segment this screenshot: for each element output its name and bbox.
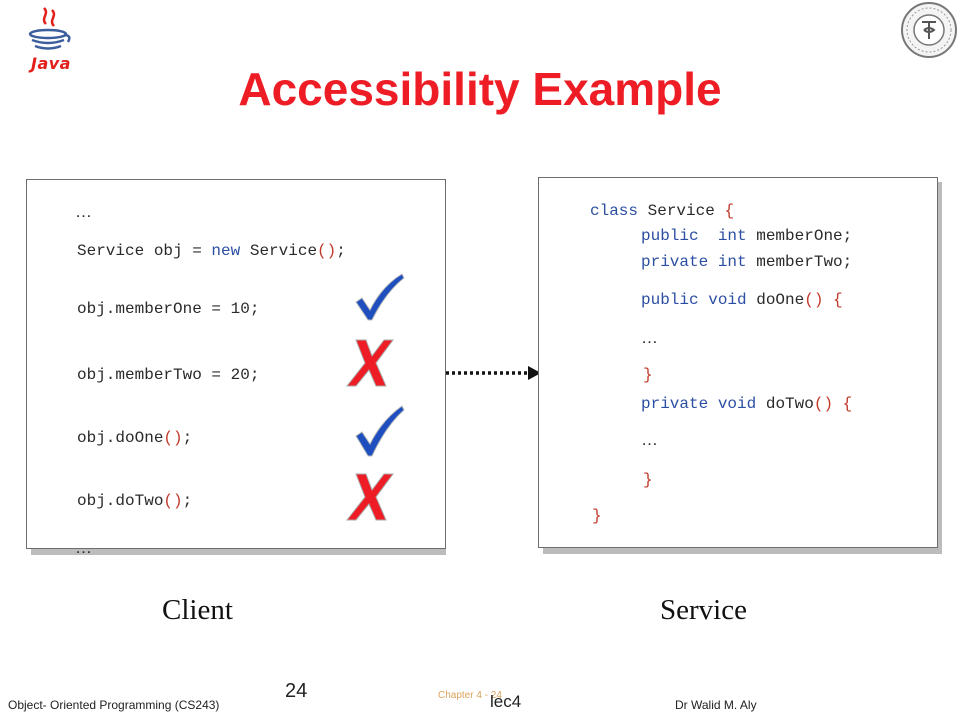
footer-lecture: lec4 xyxy=(490,692,522,711)
java-coffee-cup-icon xyxy=(28,7,71,50)
check-mark-icon xyxy=(355,405,405,457)
java-logo-text: Java xyxy=(31,54,71,73)
footer-course: Object- Oriented Programming (CS243) xyxy=(8,698,220,712)
client-line-do-one: obj.doOne(); xyxy=(77,429,193,447)
service-line-private-method: private void doTwo() { xyxy=(641,395,853,413)
client-line-declaration: Service obj = new Service(); xyxy=(77,242,346,260)
footer-author: Dr Walid M. Aly xyxy=(675,698,757,712)
service-caption: Service xyxy=(660,594,747,626)
service-line-class: class Service { xyxy=(590,202,735,220)
client-ellipsis-top: … xyxy=(75,202,92,221)
service-code-panel: class Service { public int memberOne; pr… xyxy=(538,177,938,548)
footer-chapter: Chapter 4 - 24 xyxy=(438,690,502,701)
footer-slide-number: 24 xyxy=(285,680,308,702)
service-line-public-field: public int memberOne; xyxy=(641,227,853,245)
service-ellipsis-1: … xyxy=(641,328,658,347)
client-caption: Client xyxy=(162,594,233,626)
college-seal xyxy=(898,0,960,60)
dotted-arrow-icon xyxy=(446,366,541,380)
check-mark-icon xyxy=(355,273,405,321)
java-logo: Java xyxy=(18,4,78,76)
service-close-brace-2: } xyxy=(643,471,653,489)
service-line-public-method: public void doOne() { xyxy=(641,291,843,309)
college-seal-icon xyxy=(901,2,957,58)
service-line-private-field: private int memberTwo; xyxy=(641,253,853,271)
client-line-member-one: obj.memberOne = 10; xyxy=(77,300,260,318)
client-ellipsis-bottom: … xyxy=(75,538,92,557)
service-close-brace-1: } xyxy=(643,366,653,384)
cross-mark-icon xyxy=(346,473,394,521)
client-line-member-two: obj.memberTwo = 20; xyxy=(77,366,260,384)
service-ellipsis-2: … xyxy=(641,430,658,449)
cross-mark-icon xyxy=(346,339,394,387)
client-line-do-two: obj.doTwo(); xyxy=(77,492,193,510)
service-close-class-brace: } xyxy=(592,507,602,525)
page-title: Accessibility Example xyxy=(238,63,722,115)
